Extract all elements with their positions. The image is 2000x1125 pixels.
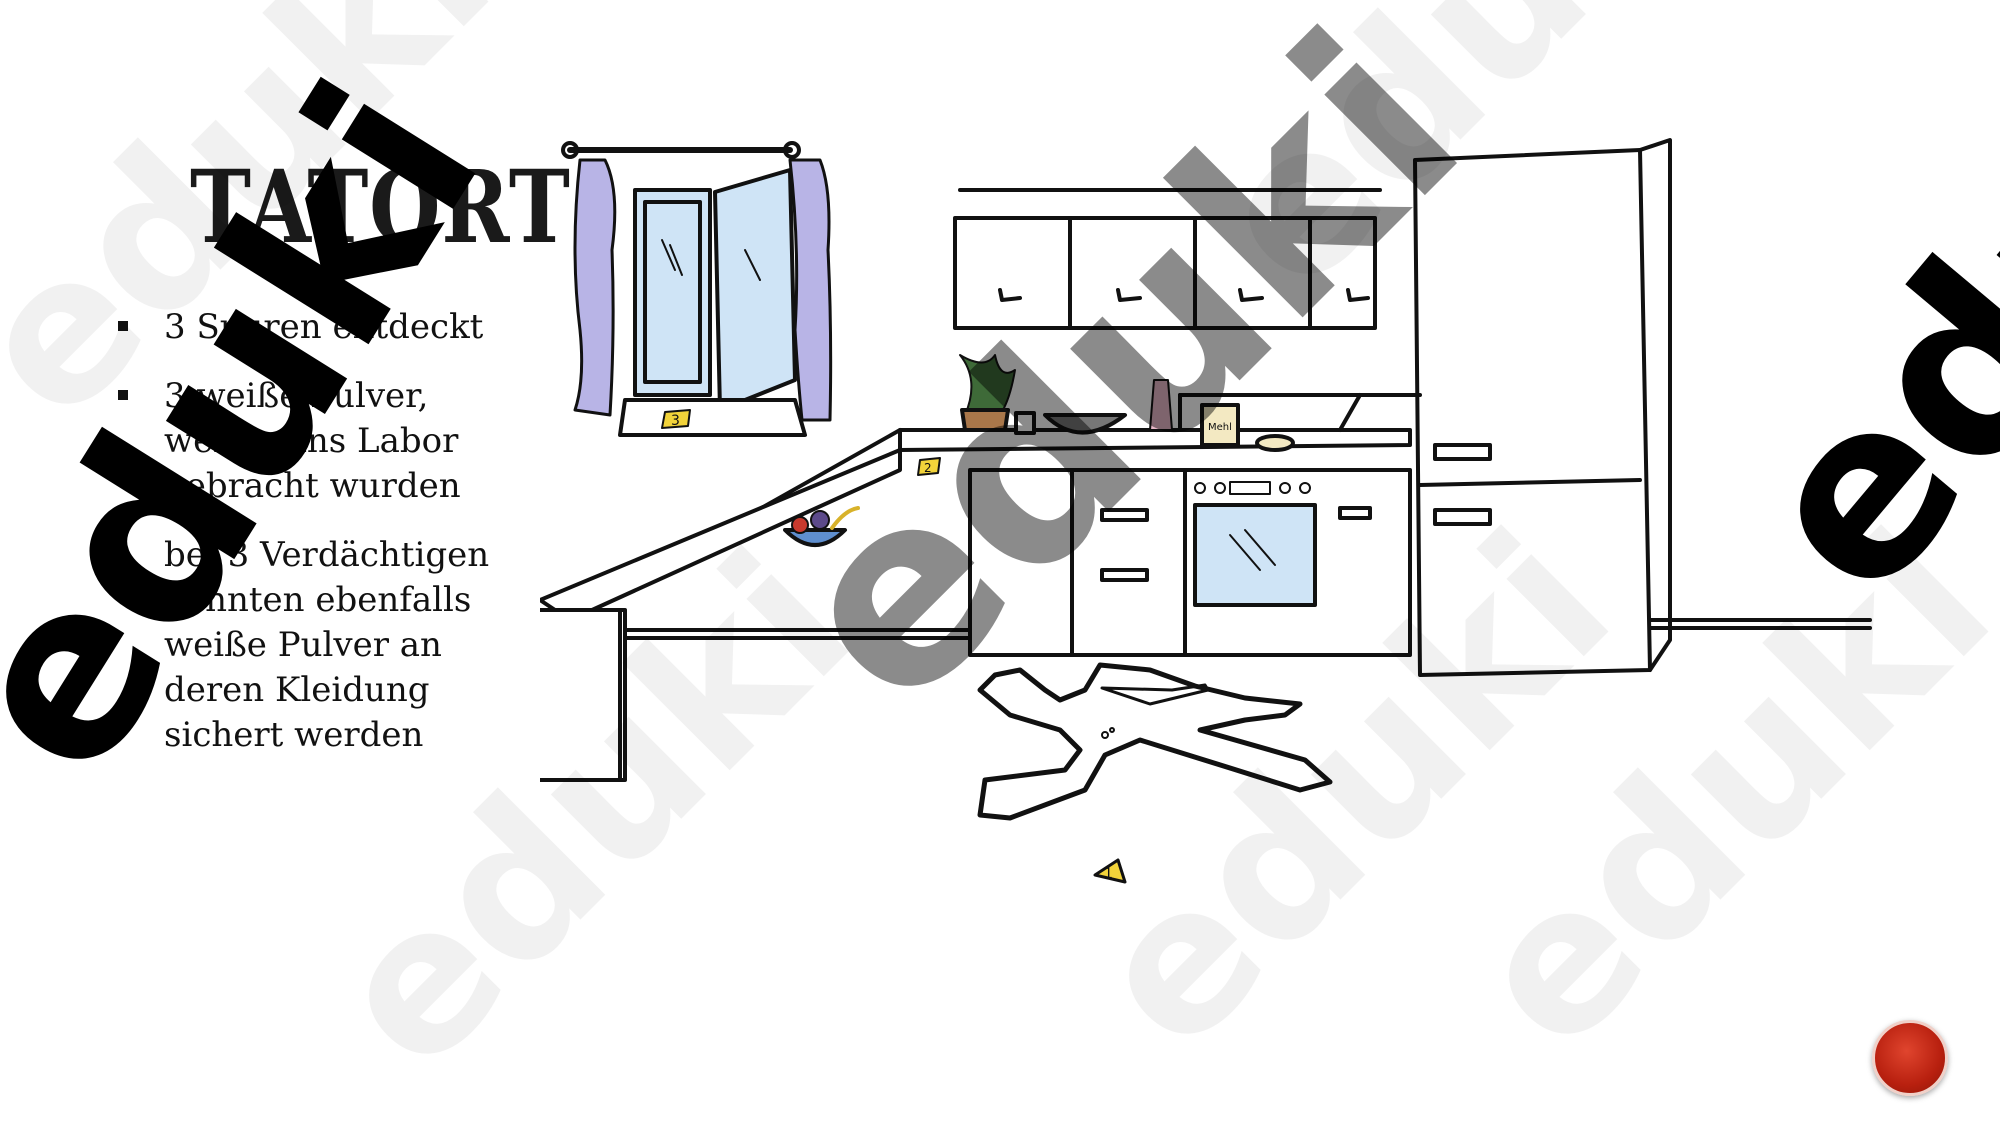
- kitchen-crime-scene-illustration: 3: [540, 138, 1872, 884]
- flour-jar-label: Mehl: [1208, 422, 1232, 433]
- bullet-list: 3 Spuren entdeckt 3 weiße Pulver, welche…: [118, 305, 518, 782]
- next-slide-button[interactable]: [1872, 1020, 1948, 1096]
- bullet-item: 3 weiße Pulver, welche ins Labor gebrach…: [118, 374, 518, 509]
- evidence-marker-3-label: 3: [671, 413, 680, 429]
- fridge: [1413, 138, 1672, 677]
- slide-title: TATORT: [190, 148, 571, 266]
- kitchen-counter: [540, 393, 1422, 782]
- bullet-item: 3 Spuren entdeckt: [118, 305, 518, 350]
- upper-cabinets: [953, 188, 1382, 330]
- window: 3: [561, 141, 833, 437]
- body-chalk-outline: 1: [977, 662, 1333, 884]
- counter-props: Mehl 2: [783, 354, 1295, 547]
- bullet-item: bei 3 Verdächtigen konnten ebenfalls wei…: [118, 533, 518, 758]
- evidence-marker-1-label: 1: [1104, 866, 1113, 882]
- evidence-marker-2-label: 2: [924, 461, 932, 475]
